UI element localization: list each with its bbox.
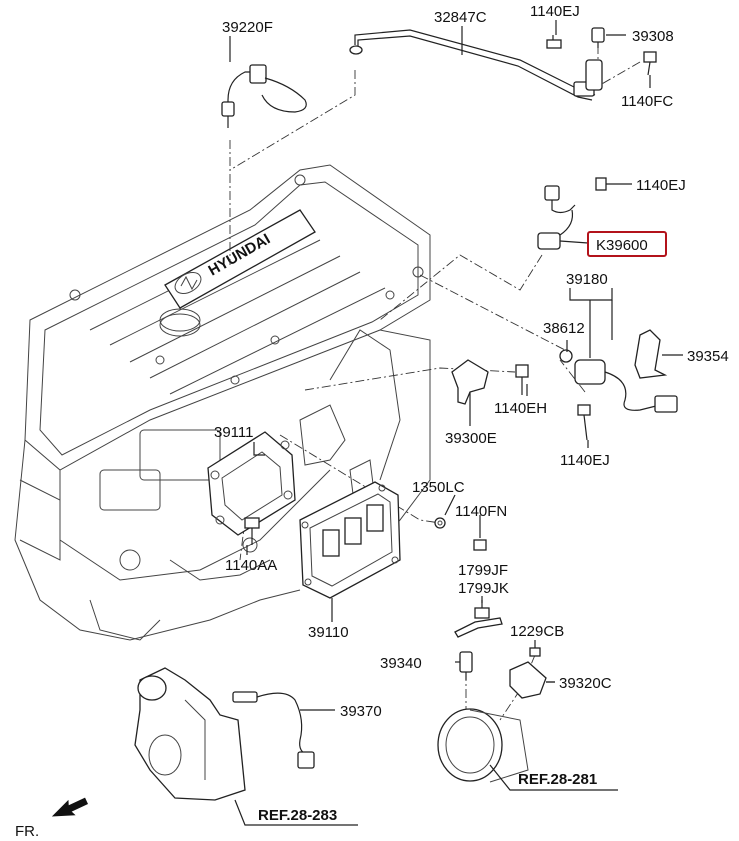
label-1140EJ-mid: 1140EJ	[636, 177, 686, 194]
label-39300E: 39300E	[445, 430, 497, 447]
highlight-box	[587, 231, 667, 257]
label-39340: 39340	[380, 655, 422, 672]
bolt-1140FC	[585, 51, 657, 91]
label-ref-28-283: REF.28-283	[258, 807, 337, 824]
front-arrow	[51, 797, 89, 817]
part-39340	[459, 651, 473, 680]
part-39180	[559, 288, 678, 413]
bolt-1140AA	[244, 517, 260, 545]
label-38612: 38612	[543, 320, 585, 337]
part-39308	[591, 27, 605, 48]
label-1140EH: 1140EH	[494, 400, 547, 417]
bolt-1140EJ-low	[577, 404, 591, 441]
bolt-1140FN	[473, 525, 487, 551]
part-water-housing	[134, 667, 255, 826]
label-1799JF: 1799JF	[458, 562, 508, 579]
part-1799JF-JK	[454, 600, 503, 638]
label-39180: 39180	[566, 271, 608, 288]
part-39300E	[451, 359, 529, 420]
label-39370: 39370	[340, 703, 382, 720]
label-39111: 39111	[214, 424, 254, 441]
label-front: FR.	[15, 823, 39, 840]
label-1140FN: 1140FN	[455, 503, 507, 520]
label-39354: 39354	[687, 348, 729, 365]
part-39354	[634, 329, 683, 379]
label-1140FC: 1140FC	[621, 93, 673, 110]
label-1350LC: 1350LC	[412, 479, 465, 496]
part-throttle-body	[437, 708, 529, 791]
bolt-1140EJ-top	[546, 35, 562, 49]
label-39220F: 39220F	[222, 19, 273, 36]
part-39220F	[221, 64, 307, 128]
label-1140EJ-low: 1140EJ	[560, 452, 610, 469]
label-39308: 39308	[632, 28, 674, 45]
label-1140EJ-top: 1140EJ	[530, 3, 580, 20]
label-ref-28-281: REF.28-281	[518, 771, 597, 788]
callouts: 39220F 32847C 1140EJ 39308 1140FC 1140EJ…	[15, 3, 729, 840]
label-K39600: K39600	[596, 237, 648, 254]
label-32847C: 32847C	[434, 9, 487, 26]
part-39320C	[509, 661, 555, 699]
label-39320C: 39320C	[559, 675, 612, 692]
label-1799JK: 1799JK	[458, 580, 509, 597]
part-39110-ecu	[299, 481, 401, 615]
part-39111	[207, 431, 296, 536]
part-K39600	[537, 177, 667, 257]
part-1350LC	[434, 494, 456, 529]
label-39110: 39110	[308, 624, 349, 641]
label-1140AA: 1140AA	[225, 557, 277, 574]
label-1229CB: 1229CB	[510, 623, 564, 640]
part-39370	[232, 691, 335, 769]
bolt-1229CB	[529, 640, 541, 657]
